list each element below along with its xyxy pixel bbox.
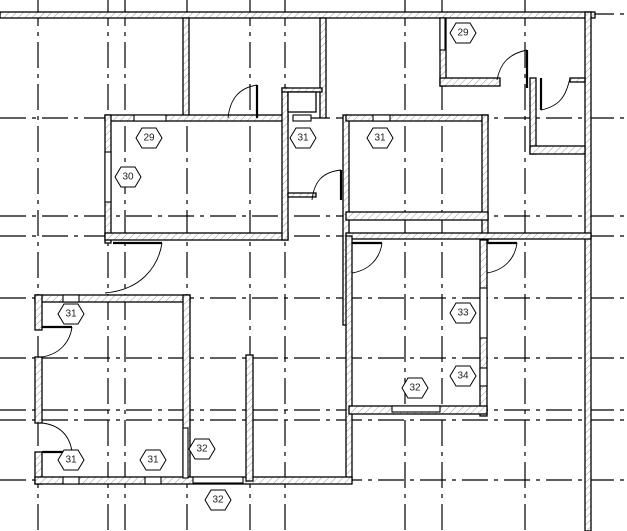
door-swing — [227, 84, 258, 119]
window — [292, 114, 312, 122]
tag-label: 29 — [143, 133, 155, 144]
room-tag[interactable]: 32 — [188, 438, 216, 460]
hexagon-tag-icon — [139, 449, 167, 471]
room-tag[interactable]: 31 — [57, 449, 85, 471]
window — [62, 476, 80, 485]
window — [104, 151, 112, 203]
wall-v-284 — [281, 87, 289, 241]
hexagon-tag-icon — [366, 127, 394, 149]
tag-label: 32 — [212, 495, 224, 506]
hexagon-tag-icon — [188, 438, 216, 460]
hexagon-tag-icon — [449, 302, 477, 324]
hexagon-tag-icon — [114, 166, 142, 188]
door-swing — [104, 242, 163, 294]
wall-h-195 — [287, 192, 317, 198]
wall-right — [584, 11, 592, 531]
hexagon-tag-icon — [289, 127, 317, 149]
room-tag[interactable]: 31 — [57, 303, 85, 325]
hexagon-tag-icon — [401, 377, 429, 399]
window — [144, 476, 162, 485]
wall-stub-right — [569, 77, 586, 83]
room-tag[interactable]: 30 — [114, 166, 142, 188]
window — [479, 287, 488, 339]
walls — [0, 11, 596, 531]
hexagon-tag-icon — [57, 303, 85, 325]
window — [133, 114, 167, 122]
room-tag[interactable]: 33 — [449, 302, 477, 324]
door-swing — [486, 242, 518, 274]
wall-v-533 — [529, 77, 537, 155]
hexagon-tag-icon — [449, 22, 477, 44]
wall-v-349 — [345, 235, 353, 482]
tag-label: 30 — [122, 172, 134, 183]
closet-box — [287, 91, 317, 113]
tag-label: 32 — [409, 383, 421, 394]
tag-label: 31 — [65, 455, 77, 466]
wall-h-236 — [104, 232, 289, 241]
window — [479, 367, 488, 387]
tag-label: 31 — [65, 309, 77, 320]
wall-v-38-a — [34, 294, 43, 331]
tag-label: 31 — [297, 133, 309, 144]
hexagon-tag-icon — [57, 449, 85, 471]
window — [372, 114, 391, 122]
door-swing — [496, 49, 528, 81]
room-tag[interactable]: 31 — [139, 449, 167, 471]
wall-h-216 — [345, 211, 489, 221]
door-swing — [311, 169, 342, 201]
room-tag[interactable]: 31 — [366, 127, 394, 149]
tag-label: 33 — [457, 308, 469, 319]
door-swing — [41, 326, 73, 358]
hexagon-tag-icon — [204, 489, 232, 511]
wall-top — [0, 11, 596, 19]
window — [439, 17, 446, 51]
room-tag[interactable]: 31 — [289, 127, 317, 149]
window — [62, 294, 80, 303]
wall-h-80 — [439, 77, 501, 87]
wall-h-118-right — [345, 114, 489, 122]
window — [391, 405, 441, 413]
room-tag[interactable]: 29 — [135, 127, 163, 149]
windows — [62, 17, 488, 485]
doors — [41, 49, 571, 454]
tag-label: 31 — [374, 133, 386, 144]
door-swing — [351, 242, 383, 274]
wall-h-115 — [104, 114, 289, 122]
tag-label: 32 — [196, 444, 208, 455]
wall-v-485 — [481, 114, 489, 244]
room-tag[interactable]: 32 — [401, 377, 429, 399]
hexagon-tag-icon — [135, 127, 163, 149]
wall-h-298 — [34, 294, 191, 303]
room-tag[interactable]: 34 — [449, 365, 477, 387]
wall-h-150 — [529, 145, 586, 155]
room-tags: 29 30 31 31 29 31 33 34 32 32 31 31 32 — [57, 22, 477, 511]
room-tag[interactable]: 29 — [449, 22, 477, 44]
wall-v-250 — [245, 354, 254, 482]
hexagon-tag-icon — [449, 365, 477, 387]
wall-v-38-b — [34, 356, 43, 424]
tag-label: 34 — [457, 371, 469, 382]
window — [182, 427, 189, 479]
window — [192, 476, 244, 484]
room-tag[interactable]: 32 — [204, 489, 232, 511]
door-swing — [540, 77, 571, 111]
wall-v-320 — [319, 17, 327, 119]
wall-h-236-right — [345, 232, 592, 240]
tag-label: 29 — [457, 28, 469, 39]
door-swing — [41, 422, 73, 453]
wall-v-183 — [182, 17, 190, 119]
tag-label: 31 — [147, 455, 159, 466]
